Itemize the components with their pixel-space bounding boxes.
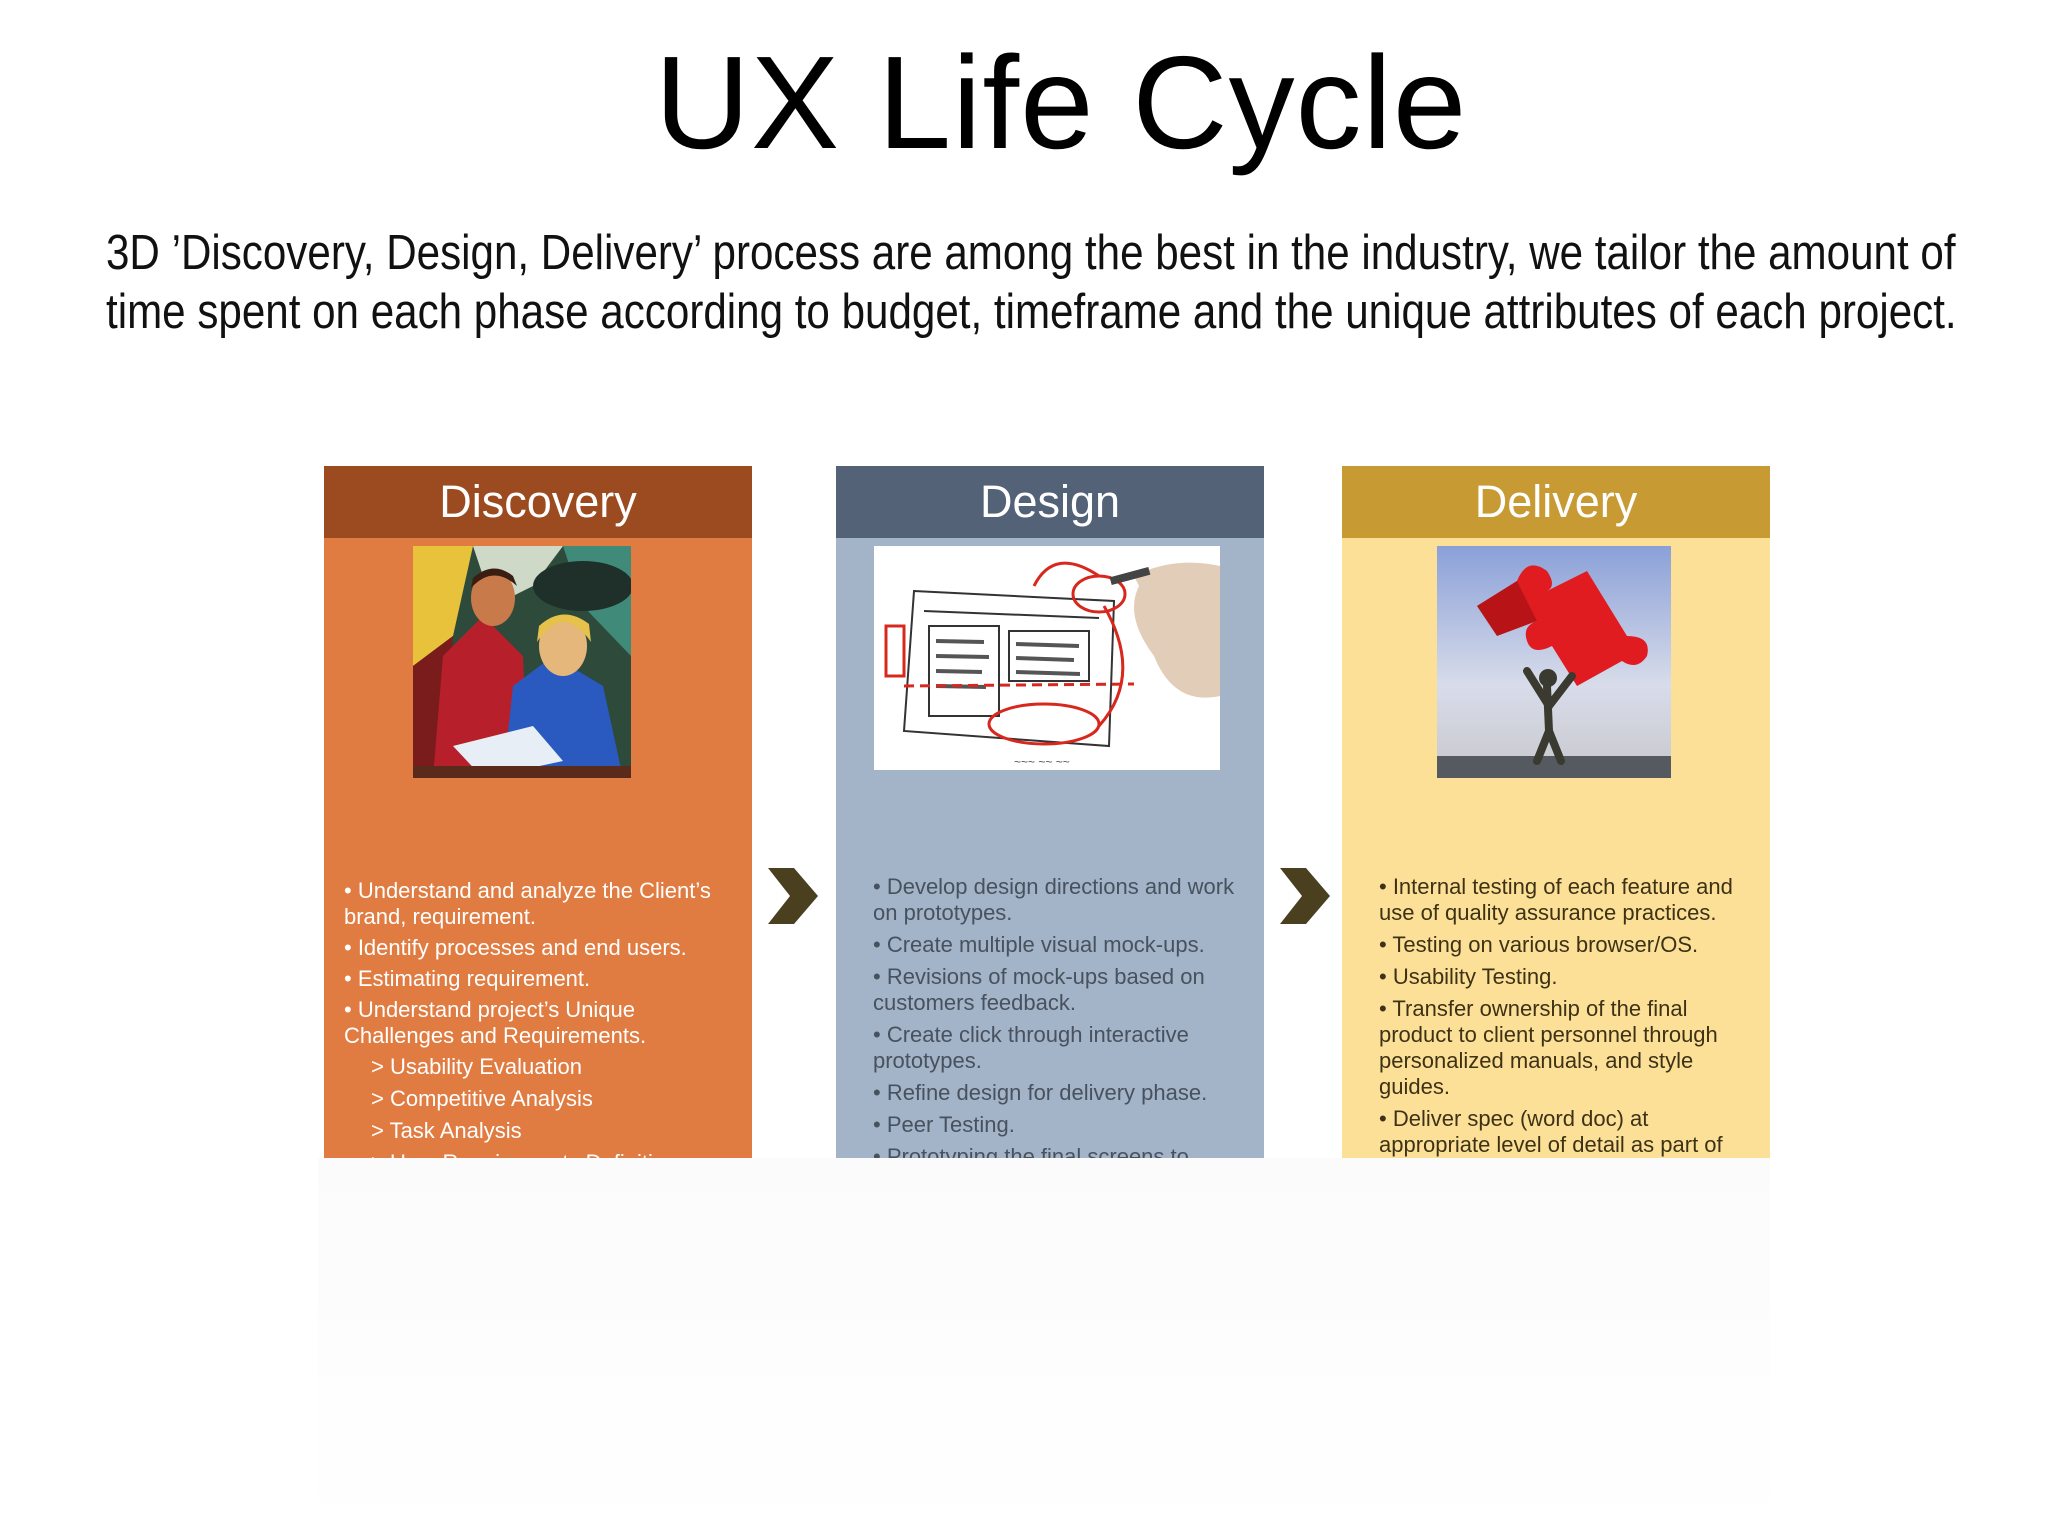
chevron-right-icon — [1280, 868, 1332, 924]
list-item: • Estimating requirement. — [344, 966, 591, 991]
design-list: • Develop design directions and work on … — [873, 874, 1252, 1202]
puzzle-piece-icon — [1437, 546, 1671, 778]
list-item: • Develop design directions and work on … — [873, 874, 1235, 925]
list-item: • Revisions of mock-ups based on custome… — [873, 964, 1205, 1015]
list-item: • Usability Testing. — [1379, 964, 1558, 989]
sub-list-item: > Usability Evaluation — [371, 1054, 582, 1079]
list-item: • Create click through interactive proto… — [873, 1022, 1189, 1073]
discovery-panel: Discovery • Understand and analyze t — [324, 466, 752, 1175]
list-item: • Testing on various browser/OS. — [1379, 932, 1699, 957]
delivery-header: Delivery — [1342, 466, 1770, 538]
list-item: • Peer Testing. — [873, 1112, 1015, 1137]
panel-reflection — [318, 1158, 1770, 1536]
slide-intro: 3D ’Discovery, Design, Delivery’ process… — [106, 224, 1998, 342]
design-body: ~~~ ~~ ~~ • Develop design directions an… — [836, 538, 1264, 1195]
sub-list-item: > Competitive Analysis — [371, 1086, 593, 1111]
business-people-icon — [413, 546, 631, 778]
list-item: • Understand and analyze the Client’s br… — [344, 878, 711, 929]
delivery-body: • Internal testing of each feature and u… — [1342, 538, 1770, 1183]
list-item: • Refine design for delivery phase. — [873, 1080, 1208, 1105]
design-header: Design — [836, 466, 1264, 538]
list-item: • Create multiple visual mock-ups. — [873, 932, 1205, 957]
discovery-header: Discovery — [324, 466, 752, 538]
list-item: • Transfer ownership of the final produc… — [1379, 996, 1718, 1099]
list-item: • Internal testing of each feature and u… — [1379, 874, 1733, 925]
list-item: • Understand project’s Unique Challenges… — [344, 997, 647, 1048]
intro-line-2: time spent on each phase according to bu… — [106, 285, 1957, 339]
delivery-panel: Delivery — [1342, 466, 1770, 1183]
sub-list-item: > Task Analysis — [371, 1118, 522, 1143]
list-item: • Identify processes and end users. — [344, 935, 687, 960]
wireframe-sketch-icon: ~~~ ~~ ~~ — [874, 546, 1220, 770]
design-panel: Design — [836, 466, 1264, 1195]
slide-title: UX Life Cycle — [654, 29, 1468, 176]
discovery-list: • Understand and analyze the Client’s br… — [344, 878, 740, 1182]
svg-text:~~~ ~~ ~~: ~~~ ~~ ~~ — [1014, 755, 1070, 769]
chevron-right-icon — [768, 868, 820, 924]
delivery-list: • Internal testing of each feature and u… — [1379, 874, 1758, 1190]
discovery-body: • Understand and analyze the Client’s br… — [324, 538, 752, 1175]
intro-line-1: 3D ’Discovery, Design, Delivery’ process… — [106, 226, 1956, 280]
